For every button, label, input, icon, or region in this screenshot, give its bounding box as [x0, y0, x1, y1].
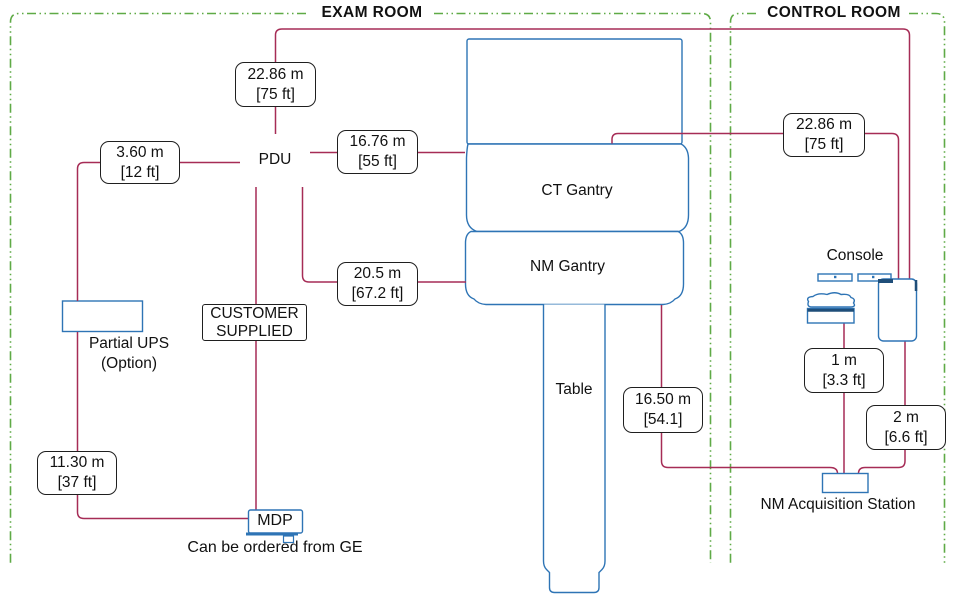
cable-length-ft: [6.6 ft] — [884, 428, 928, 446]
partial-ups-label: Partial UPS (Option) — [59, 334, 199, 374]
exam-room-border-left — [9, 12, 306, 563]
cable-length-ft: [54.1] — [643, 411, 683, 428]
cable-label-pdu-to-ct-gantry: 16.76 m [55 ft] — [337, 130, 418, 174]
cable-length-ft: [37 ft] — [57, 474, 97, 491]
cable-length-ft: [12 ft] — [120, 163, 160, 181]
nm-acquisition-station-label: NM Acquisition Station — [760, 496, 916, 513]
cable-length-m: 1 m — [831, 351, 857, 369]
cable-length-ft: [55 ft] — [358, 153, 397, 170]
cable-ups-to-mdp — [76, 332, 248, 520]
cable-gantry-to-console — [611, 132, 900, 279]
keyboard-cover-icon — [806, 292, 856, 308]
cable-length-m: 20.5 m — [353, 265, 402, 282]
cable-pdu-to-console-top-run — [274, 28, 911, 279]
control-room-title: CONTROL ROOM — [767, 4, 901, 21]
cable-label-ups-to-pdu: 3.60 m [12 ft] — [100, 141, 180, 184]
customer-supplied-line1: CUSTOMER — [210, 305, 299, 322]
mdp-label: MDP — [257, 512, 293, 529]
cable-label-gantry-to-station: 16.50 m [54.1] — [623, 387, 703, 433]
cable-length-ft: [3.3 ft] — [822, 371, 866, 389]
cable-pdu-to-nm-gantry — [301, 187, 466, 283]
cable-length-m: 22.86 m — [247, 65, 304, 83]
console-label: Console — [826, 247, 884, 264]
pdu-label: PDU — [258, 151, 292, 168]
control-room-border-left — [729, 12, 756, 563]
cable-length-m: 16.76 m — [349, 133, 406, 150]
keyboard-base-icon — [806, 307, 855, 324]
exam-room-border-right — [434, 12, 712, 563]
cable-ups-to-pdu — [76, 161, 240, 301]
partial-ups-shape — [61, 300, 144, 333]
cable-length-m: 3.60 m — [116, 143, 164, 161]
partial-ups-line2: (Option) — [101, 355, 157, 372]
customer-supplied-line2: SUPPLIED — [216, 322, 293, 340]
nm-gantry-label: NM Gantry — [530, 258, 605, 275]
cable-length-m: 16.50 m — [634, 391, 691, 408]
table-label: Table — [555, 381, 593, 398]
monitor-left-dot — [834, 275, 837, 279]
mdp-foot — [282, 535, 295, 544]
cable-length-ft: [67.2 ft] — [351, 285, 404, 302]
cable-label-pdu-to-nm-gantry: 20.5 m [67.2 ft] — [337, 262, 418, 306]
cable-length-ft: [75 ft] — [804, 136, 844, 153]
partial-ups-line1: Partial UPS — [88, 335, 170, 352]
nm-gantry-shape — [464, 230, 685, 306]
table-shape — [542, 304, 606, 594]
cable-gantry-to-station — [660, 305, 839, 474]
control-room-border-right — [909, 12, 946, 563]
mdp-note: Can be ordered from GE — [187, 539, 363, 556]
cable-length-m: 22.86 m — [795, 116, 852, 133]
customer-supplied-box: CUSTOMER SUPPLIED — [202, 304, 307, 341]
cable-label-gantry-to-console: 22.86 m [75 ft] — [783, 113, 865, 157]
monitor-right-dot — [872, 275, 875, 279]
workstation-shape — [877, 278, 918, 342]
nm-acquisition-station-shape — [821, 472, 869, 494]
console-monitor-right-icon — [857, 273, 892, 282]
cable-label-workstation-to-station: 2 m [6.6 ft] — [866, 405, 946, 450]
exam-room-title: EXAM ROOM — [321, 4, 423, 21]
cable-length-m: 2 m — [893, 408, 919, 426]
ct-gantry-label: CT Gantry — [541, 182, 613, 199]
cable-length-m: 11.30 m — [49, 454, 105, 471]
cable-label-keyboard-to-station: 1 m [3.3 ft] — [804, 348, 884, 393]
cable-label-ups-to-mdp: 11.30 m [37 ft] — [37, 451, 117, 495]
cable-label-pdu-to-console-top-run: 22.86 m [75 ft] — [235, 62, 316, 107]
cable-length-ft: [75 ft] — [256, 85, 295, 103]
cable-workstation-to-station — [857, 341, 906, 474]
gantry-rear-cover-shape — [466, 38, 683, 145]
